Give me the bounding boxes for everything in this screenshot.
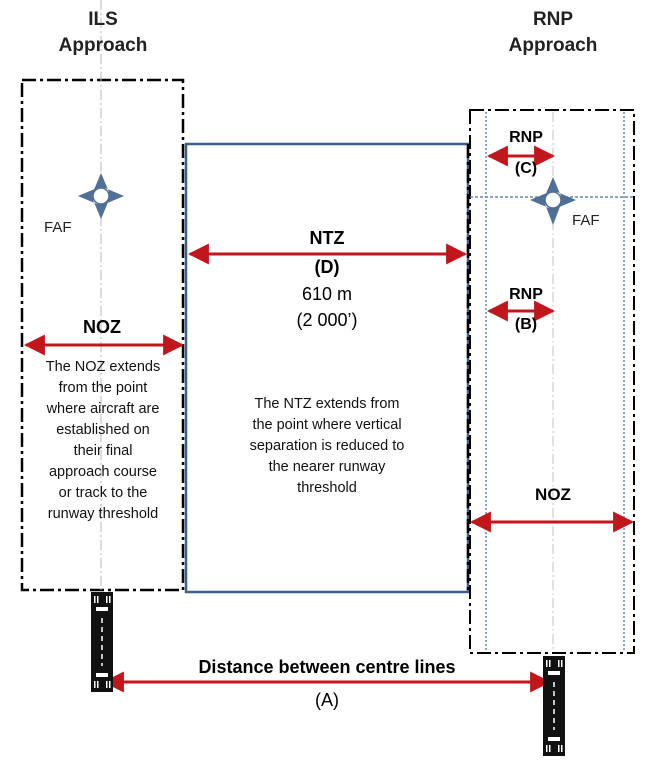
- ntz-zone: [184, 142, 470, 594]
- ntz-label: NTZ: [309, 228, 345, 248]
- rnp-runway: [543, 656, 565, 756]
- ils-faf-label: FAF: [44, 219, 72, 236]
- rnp-noz-label: NOZ: [535, 485, 571, 504]
- distance-letter: (A): [315, 690, 339, 710]
- rnp-b-label: RNP: [509, 286, 543, 303]
- ils-title-line2: Approach: [58, 35, 148, 56]
- rnp-faf-symbol: [530, 177, 576, 225]
- ils-runway: [91, 592, 113, 692]
- rnp-noz-boundary: [469, 109, 635, 654]
- ntz-imperial: (2 000’): [296, 310, 358, 330]
- rnp-b-letter: (B): [514, 316, 538, 333]
- ils-title-line1: ILS: [88, 9, 118, 30]
- ils-approach-title: ILS Approach: [51, 7, 155, 59]
- ntz-metric: 610 m: [301, 284, 353, 304]
- rnp-faf-label: FAF: [572, 212, 600, 229]
- ntz-letter: (D): [314, 257, 340, 277]
- rnp-approach-title: RNP Approach: [501, 7, 605, 59]
- rnp-title-line1: RNP: [532, 9, 574, 30]
- ils-noz-description: The NOZ extends from the point where air…: [45, 359, 161, 522]
- rnp-title-line2: Approach: [508, 35, 598, 56]
- ils-faf-symbol: [78, 173, 124, 219]
- distance-label: Distance between centre lines: [198, 657, 456, 677]
- ils-noz-boundary: [20, 78, 185, 592]
- rnp-c-letter: (C): [514, 160, 538, 177]
- rnp-c-label: RNP: [509, 129, 543, 146]
- ils-noz-label: NOZ: [83, 317, 121, 337]
- ntz-description: The NTZ extends from the point where ver…: [249, 396, 405, 496]
